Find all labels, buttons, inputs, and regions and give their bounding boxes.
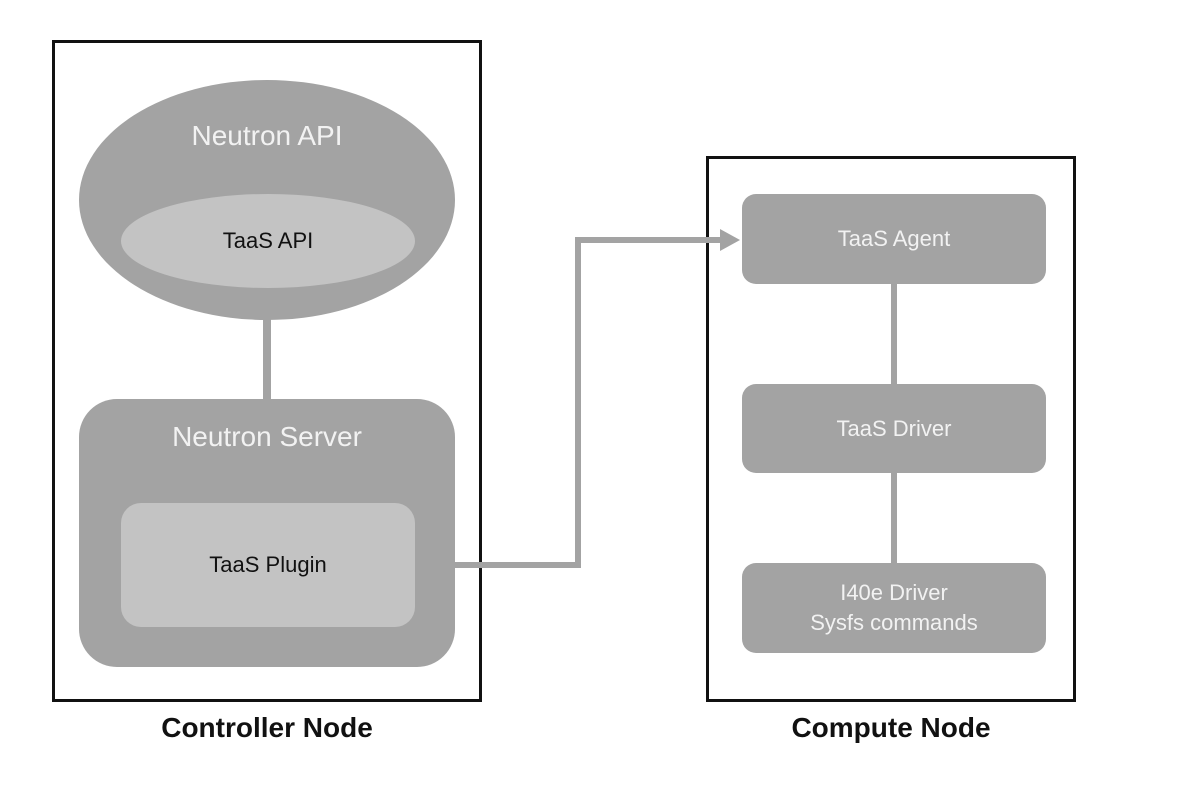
plugin-agent-connector [455,237,722,568]
arrowhead-icon [720,229,740,251]
taas-api-ellipse: TaaS API [121,194,415,288]
controller-node-label: Controller Node [161,712,373,743]
i40e-driver-label-line2: Sysfs commands [810,610,978,635]
taas-driver-label: TaaS Driver [836,415,952,441]
i40e-driver-box: I40e Driver Sysfs commands [742,563,1046,653]
taas-agent-label: TaaS Agent [837,226,951,251]
taas-plugin-label: TaaS Plugin [209,552,327,577]
taas-api-label: TaaS API [222,228,314,253]
taas-plugin-box: TaaS Plugin [121,503,415,627]
i40e-driver-label-line1: I40e Driver [840,580,948,605]
compute-node-label: Compute Node [791,712,991,743]
neutron-server-label: Neutron Server [172,421,362,452]
neutron-api-label: Neutron API [191,120,343,151]
taas-agent-box: TaaS Agent [742,194,1046,284]
taas-driver-box: TaaS Driver [742,384,1046,473]
